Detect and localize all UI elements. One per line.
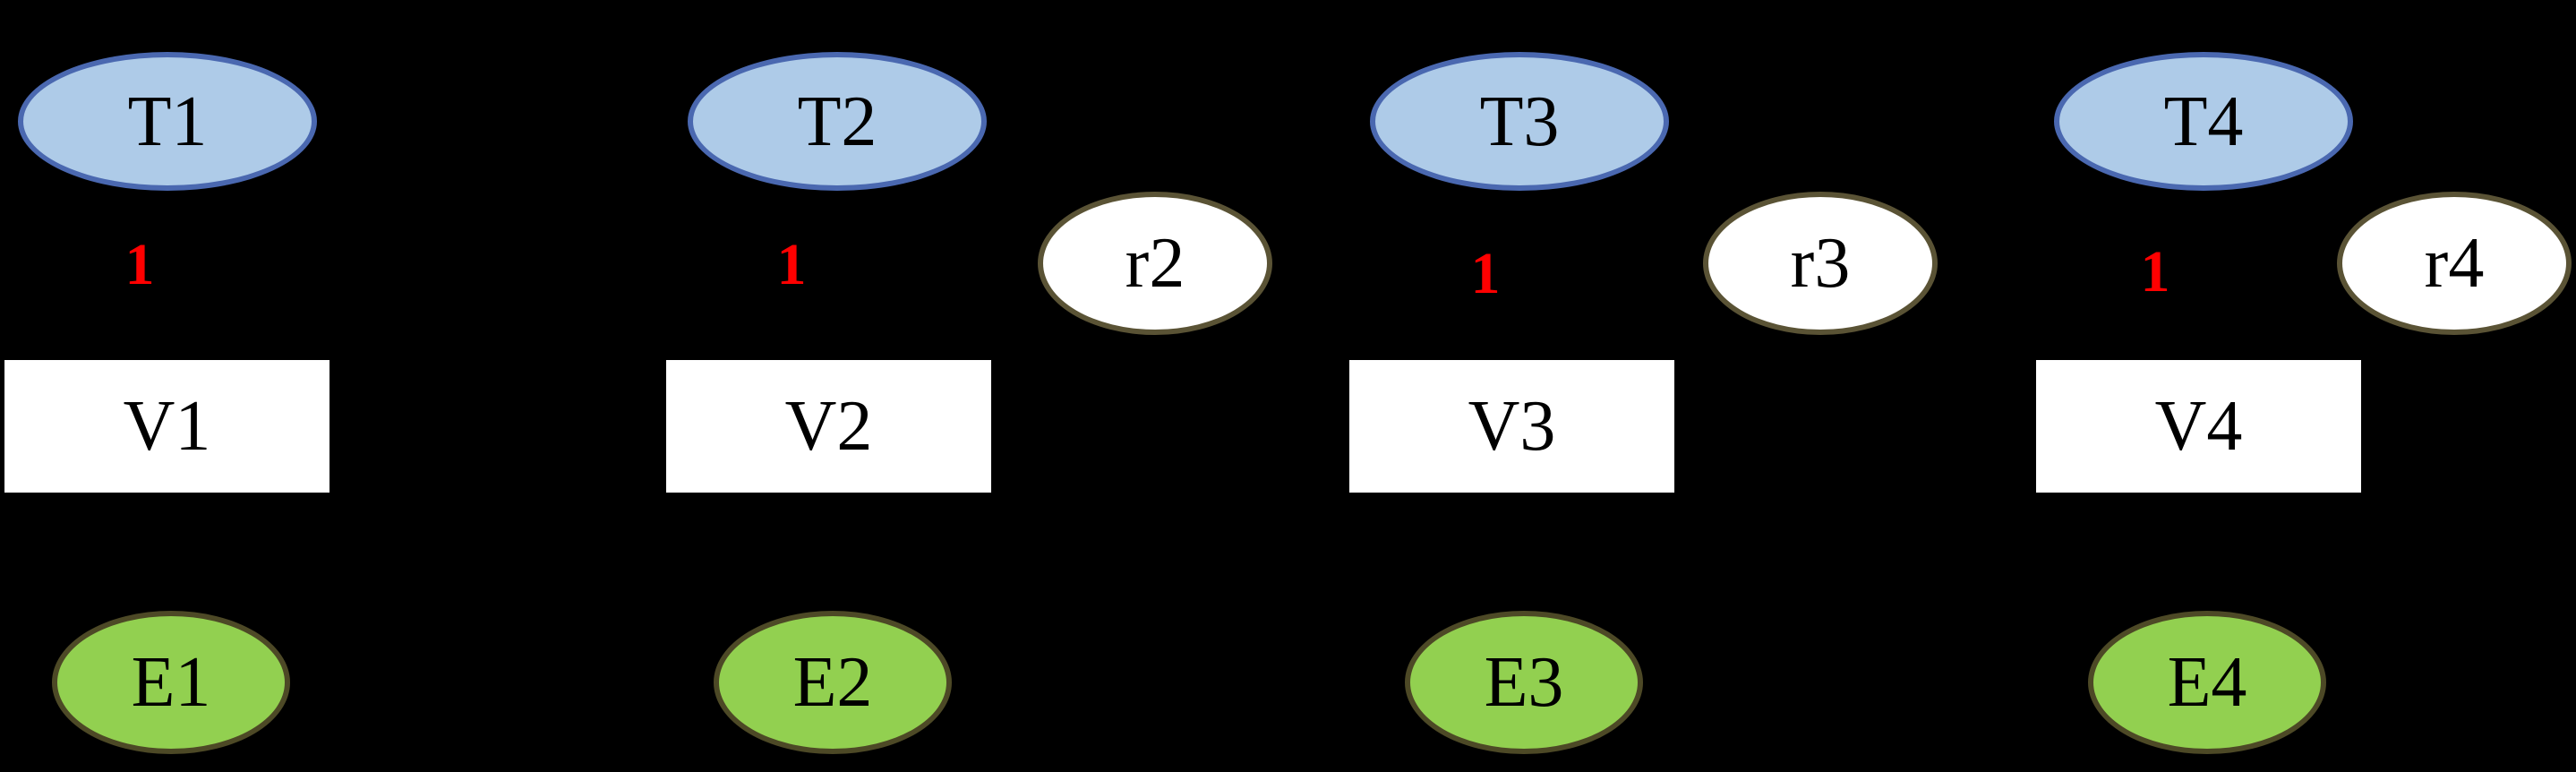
node-relation-r3: r3 [1703,192,1938,335]
node-topic-t1: T1 [18,52,317,191]
node-topic-t4: T4 [2054,52,2353,191]
node-relation-r2: r2 [1038,192,1272,335]
node-relation-r4: r4 [2337,192,2572,335]
edge-weight-label-1: 1 [124,232,155,297]
node-value-v1: V1 [4,360,329,493]
node-entity-e2: E2 [714,611,952,754]
node-value-v3: V3 [1349,360,1674,493]
node-entity-e3: E3 [1405,611,1643,754]
node-topic-t2: T2 [688,52,987,191]
edge-weight-label-4: 1 [2140,239,2170,305]
node-topic-t3: T3 [1370,52,1669,191]
edge-weight-label-3: 1 [1470,241,1501,306]
edge-weight-label-2: 1 [776,232,807,297]
node-entity-e4: E4 [2088,611,2326,754]
node-entity-e1: E1 [52,611,290,754]
node-value-v2: V2 [666,360,991,493]
node-value-v4: V4 [2036,360,2361,493]
